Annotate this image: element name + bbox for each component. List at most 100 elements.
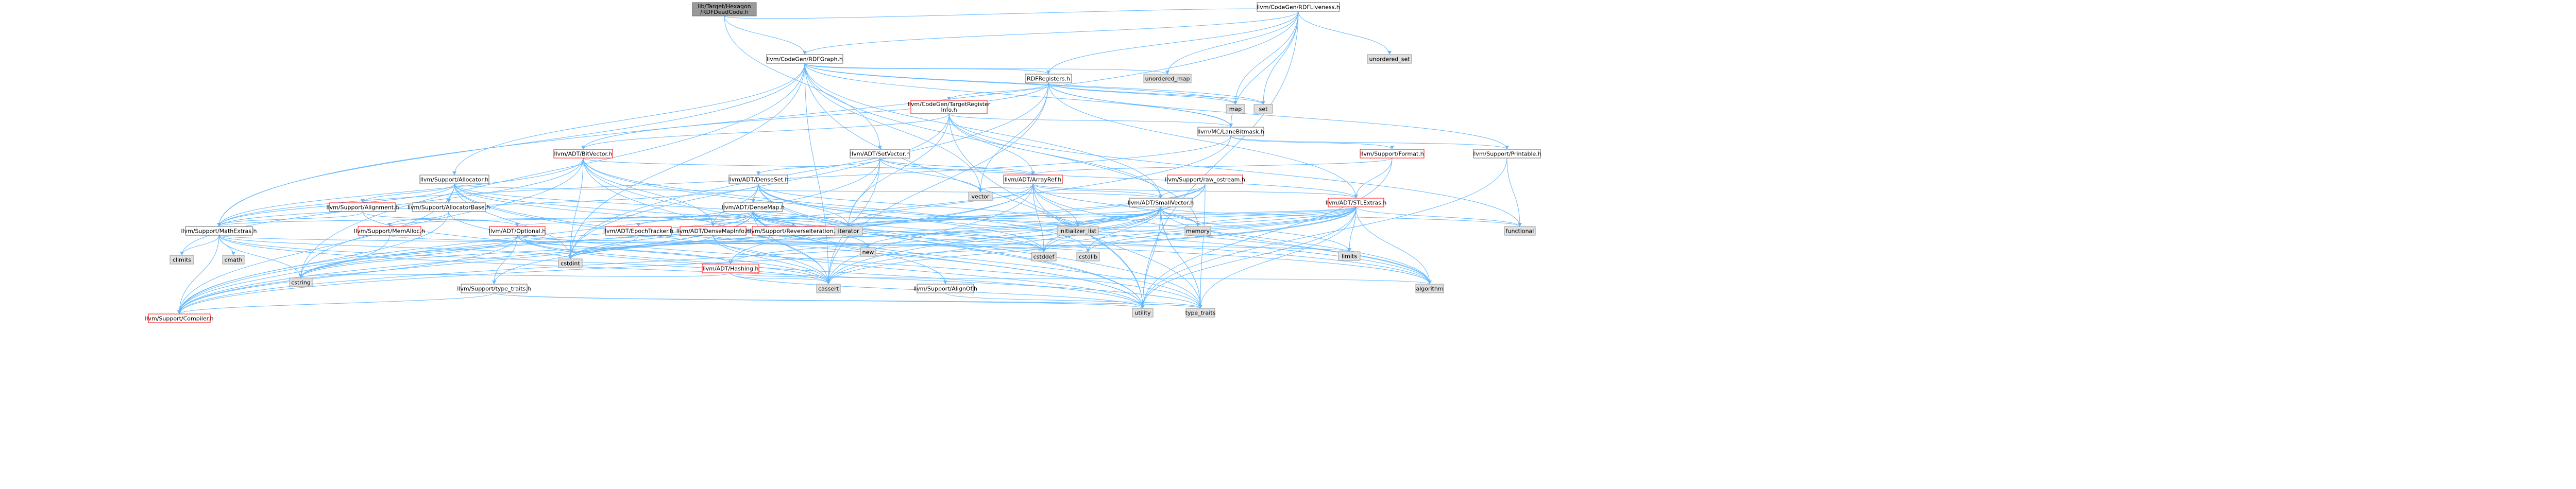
node-climits: climits <box>170 255 194 265</box>
node-reverseiter[interactable]: llvm/Support/ReverseIteration.h <box>748 226 839 236</box>
node-box <box>723 202 783 212</box>
node-arrayref[interactable]: llvm/ADT/ArrayRef.h <box>1003 174 1063 184</box>
node-label: llvm/ADT/EpochTracker.h <box>603 228 673 235</box>
node-box <box>917 284 974 293</box>
include-edge <box>804 63 981 193</box>
node-optional[interactable]: llvm/ADT/Optional.h <box>489 226 546 236</box>
edge-arrowhead <box>1233 101 1238 104</box>
include-edge <box>583 82 1049 150</box>
node-rdfgraph[interactable]: llvm/CodeGen/RDFGraph.h <box>766 54 843 64</box>
include-edge <box>753 211 946 285</box>
edge-arrowhead <box>791 223 795 226</box>
edge-arrowhead <box>1141 305 1145 308</box>
edge-arrowhead <box>1198 305 1202 308</box>
node-cstddef: cstddef <box>1031 252 1057 261</box>
edge-layer <box>177 8 1522 315</box>
edge-arrowhead <box>581 146 585 149</box>
include-edge <box>948 82 1049 101</box>
node-alignof[interactable]: llvm/Support/AlignOf.h <box>913 284 977 293</box>
node-box <box>222 255 245 265</box>
include-edge <box>1048 82 1507 150</box>
node-label: llvm/ADT/Optional.h <box>489 228 546 235</box>
node-box <box>1184 226 1211 236</box>
node-root[interactable]: lib/Target/Hexagon/RDFDeadCode.h <box>692 2 757 16</box>
include-edge <box>1160 206 1198 227</box>
node-denseset[interactable]: llvm/ADT/DenseSet.h <box>728 174 789 184</box>
node-label: llvm/Support/ReverseIteration.h <box>748 228 839 235</box>
node-label: llvm/Support/type_traits.h <box>457 286 531 292</box>
node-printable[interactable]: llvm/Support/Printable.h <box>1472 149 1541 159</box>
include-edge <box>1032 183 1357 199</box>
node-box <box>148 313 211 323</box>
node-stlextras[interactable]: llvm/ADT/STLExtras.h <box>1326 198 1387 207</box>
include-edge <box>758 183 849 227</box>
node-densemapinfo[interactable]: llvm/ADT/DenseMapInfo.h <box>676 226 750 236</box>
node-functional: functional <box>1504 226 1536 236</box>
node-bitvector[interactable]: llvm/ADT/BitVector.h <box>553 149 613 159</box>
node-cstdint: cstdint <box>558 258 583 268</box>
node-compiler[interactable]: llvm/Support/Compiler.h <box>145 313 214 323</box>
include-edge <box>713 235 1044 253</box>
include-edge <box>218 63 805 227</box>
node-setvector[interactable]: llvm/ADT/SetVector.h <box>850 149 910 159</box>
include-edge <box>362 211 518 227</box>
edge-arrowhead <box>177 310 181 314</box>
node-typetraits[interactable]: llvm/Support/type_traits.h <box>457 284 531 293</box>
node-label: limits <box>1342 253 1357 260</box>
node-label: unordered_set <box>1369 56 1410 63</box>
include-edge <box>517 235 1143 309</box>
node-layer: lib/Target/Hexagon/RDFDeadCode.h llvm/Cod… <box>145 2 1541 323</box>
node-box <box>1167 174 1243 184</box>
node-label: memory <box>1186 228 1210 235</box>
node-allocator[interactable]: llvm/Support/Allocator.h <box>419 174 489 184</box>
include-edge <box>1048 82 1264 105</box>
edge-arrowhead <box>452 171 456 175</box>
node-box <box>1143 74 1192 83</box>
node-epoch[interactable]: llvm/ADT/EpochTracker.h <box>603 226 673 236</box>
node-lanebitmask[interactable]: llvm/MC/LaneBitmask.h <box>1197 127 1264 136</box>
node-memalloc[interactable]: llvm/Support/MemAlloc.h <box>354 226 425 236</box>
node-box <box>1360 149 1425 159</box>
node-rawostream[interactable]: llvm/Support/raw_ostream.h <box>1165 174 1245 184</box>
include-edge <box>218 211 363 227</box>
include-edge <box>1048 11 1299 75</box>
edge-arrowhead <box>1354 195 1358 198</box>
node-allocbase[interactable]: llvm/Support/AllocatorBase.h <box>408 202 490 212</box>
include-edge <box>1197 206 1357 227</box>
include-edge <box>494 235 518 285</box>
node-rdfregs[interactable]: RDFRegisters.h <box>1025 74 1072 83</box>
node-limits: limits <box>1338 251 1361 261</box>
include-edge <box>570 206 1161 259</box>
include-edge <box>494 292 1143 309</box>
node-rdflive[interactable]: llvm/CodeGen/RDFLiveness.h <box>1257 2 1340 12</box>
node-label: climits <box>173 257 191 264</box>
node-alignment[interactable]: llvm/Support/Alignment.h <box>326 202 399 212</box>
node-smallvector[interactable]: llvm/ADT/SmallVector.h <box>1128 198 1194 207</box>
include-edge <box>300 211 754 278</box>
include-edge <box>454 63 805 176</box>
edge-arrowhead <box>568 255 572 259</box>
include-edge <box>730 272 1430 285</box>
node-densemap[interactable]: llvm/ADT/DenseMap.h <box>722 202 785 212</box>
node-box <box>185 226 253 236</box>
node-box <box>289 277 313 287</box>
node-box <box>1253 104 1273 114</box>
include-edge <box>1167 11 1299 75</box>
include-edge <box>753 211 1078 227</box>
edge-arrowhead <box>1165 71 1170 74</box>
edge-arrowhead <box>751 199 755 203</box>
node-box <box>1473 149 1541 159</box>
edge-arrowhead <box>978 188 982 192</box>
node-mathextras[interactable]: llvm/Support/MathExtras.h <box>181 226 257 236</box>
node-label: lib/Target/Hexagon/RDFDeadCode.h <box>698 3 751 15</box>
node-format[interactable]: llvm/Support/Format.h <box>1360 149 1425 159</box>
node-label: new <box>862 249 874 256</box>
node-box <box>910 100 988 114</box>
node-box <box>1415 284 1444 293</box>
node-label: llvm/Support/Alignment.h <box>326 204 399 211</box>
include-edge <box>1160 206 1201 309</box>
include-edge <box>1032 158 1393 176</box>
include-edge <box>1142 11 1299 309</box>
node-hashing[interactable]: llvm/ADT/Hashing.h <box>702 264 759 273</box>
